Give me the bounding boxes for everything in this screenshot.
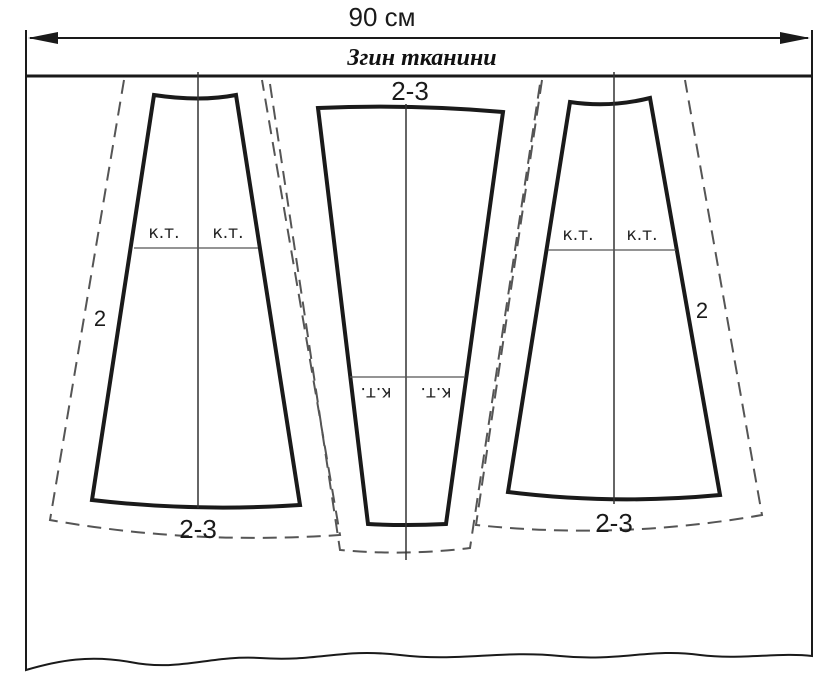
pattern-piece-center: к.т. к.т. 2-3 xyxy=(269,76,541,560)
mark-left-2: к.т. xyxy=(213,223,244,243)
allowance-top-center: 2-3 xyxy=(391,76,429,106)
mark-right-1: к.т. xyxy=(563,225,594,245)
pattern-piece-right: к.т. к.т. 2 2-3 xyxy=(474,72,764,538)
fold-label: Згин тканини xyxy=(346,45,496,71)
seam-allowance-center xyxy=(269,83,541,554)
allowance-side-left: 2 xyxy=(94,306,106,331)
fabric-outline xyxy=(25,30,813,672)
piece-outline-right xyxy=(505,95,723,502)
piece-outline-center xyxy=(315,104,506,527)
mark-center-2: к.т. xyxy=(421,383,452,403)
piece-outline-left xyxy=(89,92,303,510)
mark-left-1: к.т. xyxy=(149,223,180,243)
allowance-side-right: 2 xyxy=(696,298,708,323)
seam-allowance-right xyxy=(474,79,764,532)
width-label: 90 см xyxy=(348,2,415,32)
allowance-hem-left: 2-3 xyxy=(179,514,217,544)
allowance-hem-right: 2-3 xyxy=(595,508,633,538)
width-dimension xyxy=(28,32,810,44)
seam-allowance-left xyxy=(48,79,342,539)
mark-right-2: к.т. xyxy=(627,225,658,245)
pattern-piece-left: к.т. к.т. 2 2-3 xyxy=(48,72,342,544)
mark-center-1: к.т. xyxy=(361,383,392,403)
